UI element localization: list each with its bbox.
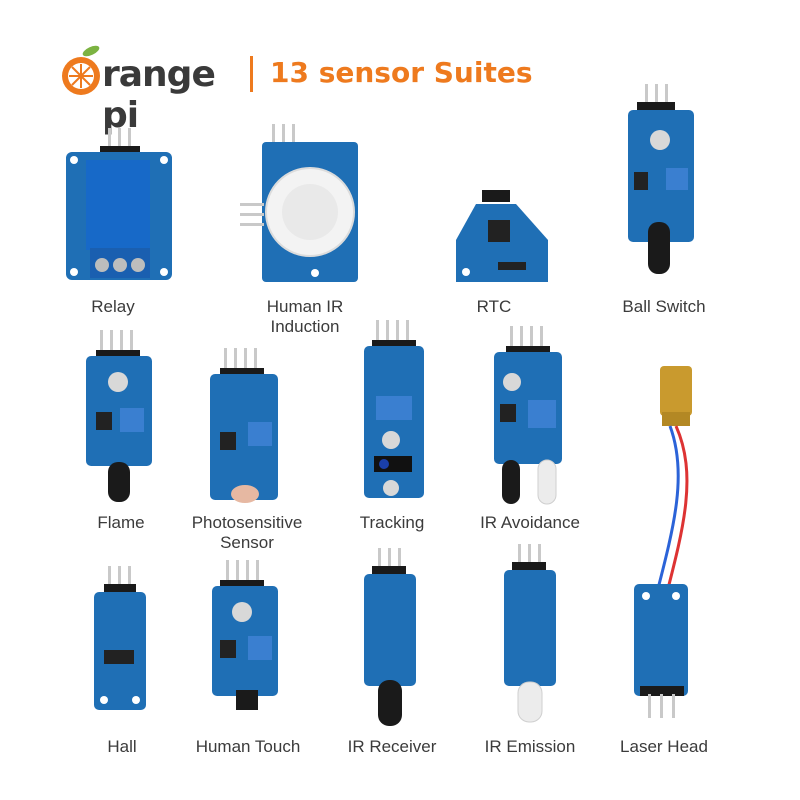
human-ir-module-image <box>240 124 358 282</box>
laser-head-module-image <box>634 366 692 718</box>
page-title: 13 sensor Suites <box>270 56 533 89</box>
sensor-label-human-touch: Human Touch <box>195 737 301 756</box>
rtc-module-image <box>456 190 548 282</box>
sensor-label-ir-emission: IR Emission <box>484 737 576 756</box>
brand-logo: range pi <box>58 42 248 136</box>
flame-module-image <box>86 330 152 502</box>
ball-switch-module-image <box>628 84 694 274</box>
brand-name: range pi <box>102 54 216 136</box>
sensor-label-relay: Relay <box>91 297 135 316</box>
header-divider <box>250 56 253 92</box>
sensor-label-flame: Flame <box>97 513 145 532</box>
ir-receiver-module-image <box>364 548 416 726</box>
sensor-label-photosensitive-line1: Photosensitive <box>191 513 303 532</box>
sensor-label-rtc: RTC <box>476 297 512 316</box>
human-touch-module-image <box>212 560 278 710</box>
tracking-module-image <box>364 320 424 498</box>
orange-icon <box>62 45 100 95</box>
sensor-label-laser-head: Laser Head <box>620 737 708 756</box>
sensor-label-ball-switch: Ball Switch <box>622 297 706 316</box>
sensor-label-ir-avoidance: IR Avoidance <box>480 513 580 532</box>
relay-module-image <box>66 128 172 280</box>
photosensitive-module-image <box>210 348 278 503</box>
ir-emission-module-image <box>504 544 556 723</box>
sensor-label-human-ir-line1: Human IR <box>266 297 344 316</box>
sensor-label-ir-receiver: IR Receiver <box>347 737 437 756</box>
sensor-label-hall: Hall <box>107 737 137 756</box>
sensor-label-human-ir-line2: Induction <box>270 317 340 336</box>
sensor-label-photosensitive-line2: Sensor <box>220 533 274 552</box>
sensor-label-tracking: Tracking <box>359 513 425 532</box>
ir-avoidance-module-image <box>494 326 562 505</box>
hall-module-image <box>94 566 146 710</box>
